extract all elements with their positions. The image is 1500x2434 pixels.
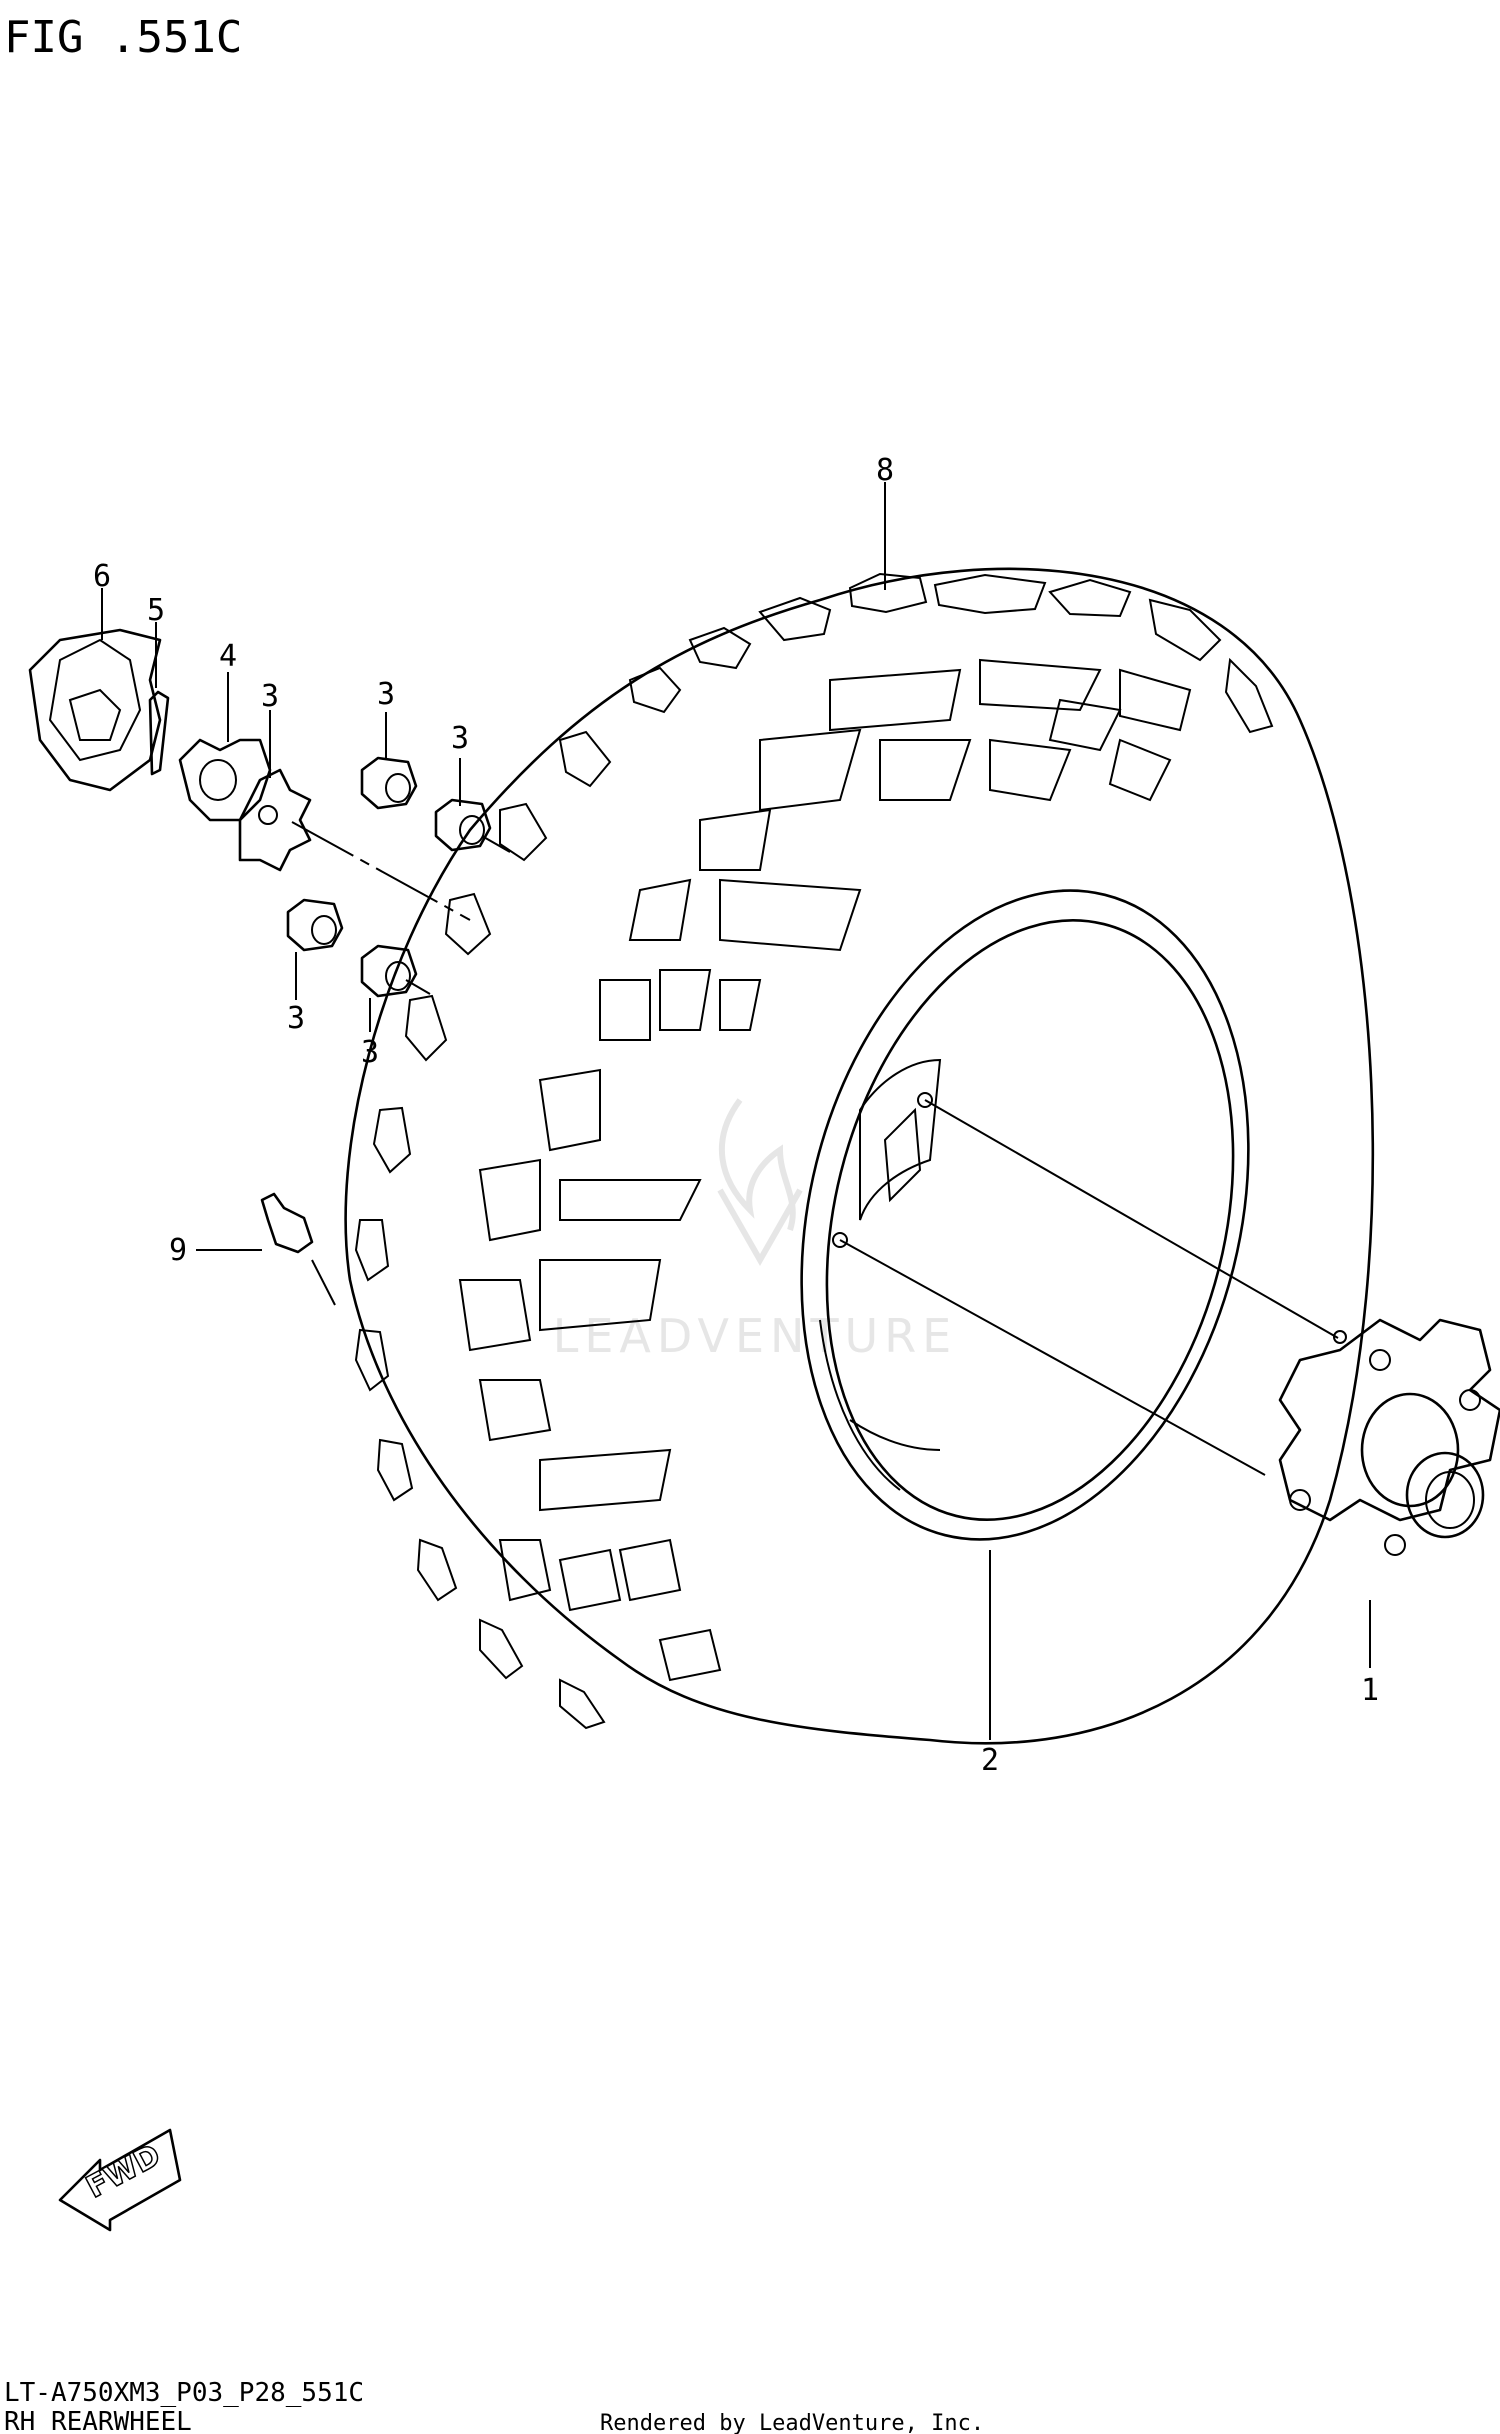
callout-1: 1 <box>1361 1673 1379 1708</box>
lug-nut-3 <box>286 898 344 952</box>
castle-nut <box>178 738 272 822</box>
callout-3a: 3 <box>377 677 395 712</box>
section-name: RH REARWHEEL <box>4 2407 192 2434</box>
tire <box>344 567 1375 1745</box>
lug-nut-1 <box>360 756 418 810</box>
tread-lugs <box>458 658 1192 1682</box>
figure-title: FIG .551C <box>4 12 242 63</box>
watermark-text: LEADVENTURE <box>553 1309 958 1363</box>
rendered-by: Rendered by LeadVenture, Inc. <box>600 2411 984 2434</box>
callout-4: 3 <box>261 679 279 714</box>
callout-8: 8 <box>876 453 894 488</box>
cotter-pin <box>148 690 170 776</box>
callout-2: 2 <box>981 1743 999 1778</box>
callout-7: 6 <box>93 559 111 594</box>
model-code: LT-A750XM3_P03_P28_551C <box>4 2378 364 2408</box>
hub-cap <box>28 628 162 792</box>
callout-5: 4 <box>219 639 237 674</box>
callout-9: 9 <box>169 1233 187 1268</box>
valve-stem <box>260 1192 336 1306</box>
watermark: LEADVENTURE <box>553 1098 958 1363</box>
tread-blocks <box>354 572 1274 1730</box>
lock-washer <box>238 768 312 872</box>
callout-3d: 3 <box>361 1035 379 1070</box>
fwd-arrow: FWD <box>58 2128 182 2232</box>
wheel-hub <box>1278 1318 1500 1556</box>
callout-6: 5 <box>147 593 165 628</box>
callout-3b: 3 <box>451 721 469 756</box>
callout-3c: 3 <box>287 1001 305 1036</box>
wheel-rim <box>800 889 1250 1541</box>
